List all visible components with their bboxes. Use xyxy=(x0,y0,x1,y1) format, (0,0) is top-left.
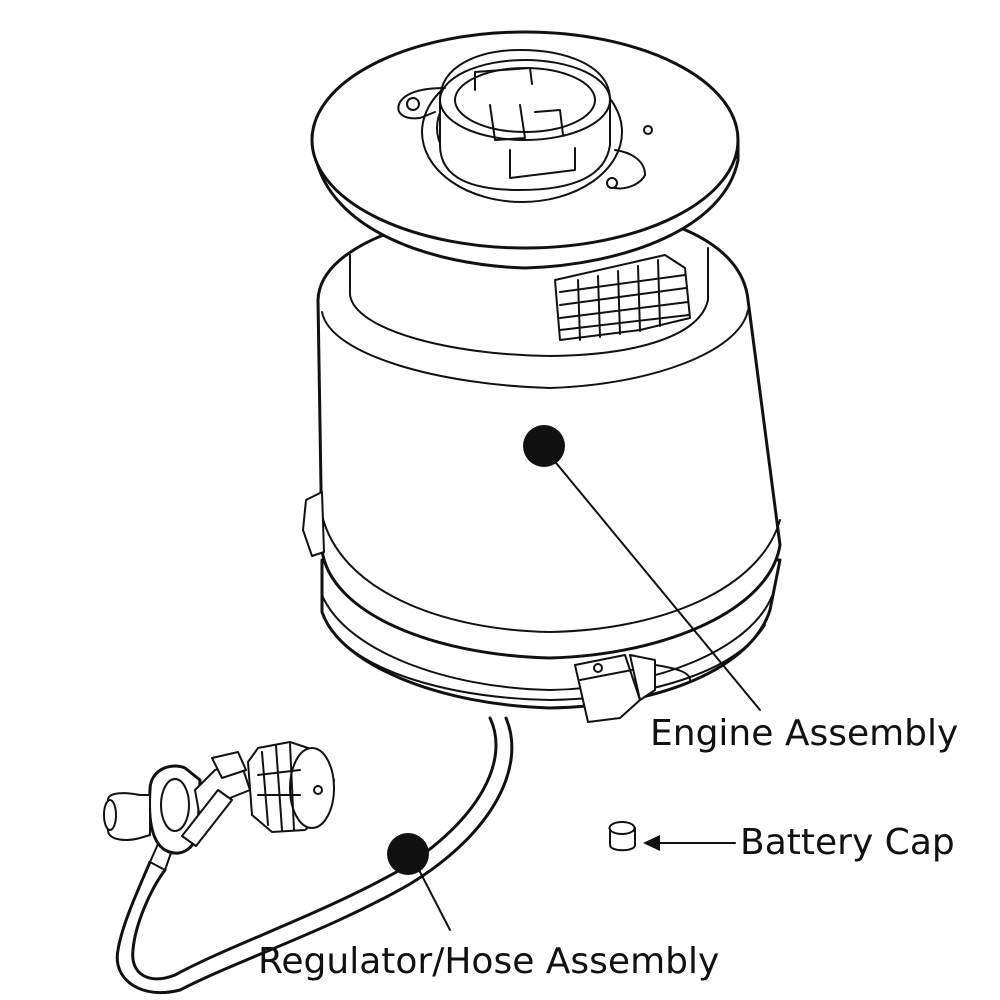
battery-arrowhead xyxy=(643,835,660,851)
vent-grille xyxy=(554,254,691,341)
hose-callout-dot xyxy=(387,833,429,875)
regulator-knob xyxy=(247,741,335,833)
regulator-hose-assembly-label: Regulator/Hose Assembly xyxy=(258,941,720,982)
engine-leader-line xyxy=(551,457,761,711)
top-lid xyxy=(310,30,740,270)
hose-leader-line xyxy=(417,867,451,931)
engine-assembly-label: Engine Assembly xyxy=(650,713,959,754)
battery-cap xyxy=(608,821,636,852)
engine-callout-dot xyxy=(523,425,565,467)
battery-cap-label: Battery Cap xyxy=(740,822,955,863)
front-latch xyxy=(574,654,691,723)
regulator-hose-assembly xyxy=(103,716,514,995)
left-latch xyxy=(302,491,325,557)
callouts xyxy=(387,425,761,931)
